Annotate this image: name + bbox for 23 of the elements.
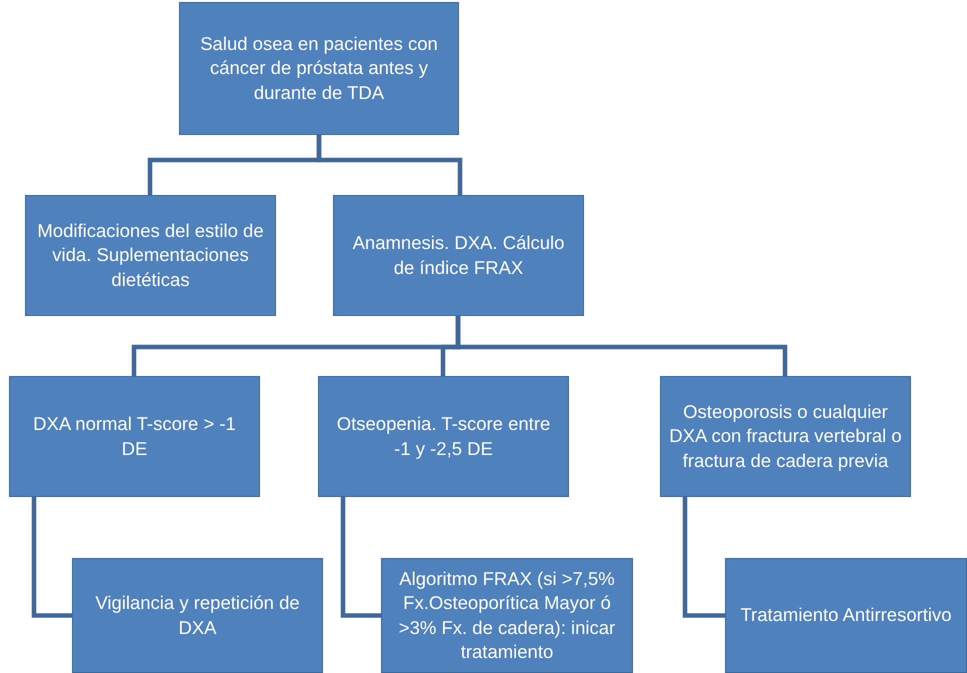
process-box [725,558,967,673]
box-text: Osteoporosis o cualquier DXA con fractura vertebral o fractura de cadera previa [669,400,902,473]
box-text: DXA normal T-score > -1 DE [32,412,237,460]
connector-line [456,316,788,376]
box-text: Vigilancia y repetición de DXA [94,591,301,640]
process-box [318,376,569,497]
process-box [25,195,276,316]
process-box [333,195,584,316]
process-box [660,376,911,497]
connector-line [32,497,72,618]
process-box [72,558,323,673]
box-text: Modificaciones del estilo de vida. Suplementaciones dietéticas [36,219,265,292]
box-text: Anamnesis. DXA. Cálculo de índice FRAX [352,231,566,280]
box-text: Algoritmo FRAX (si >7,5% Fx.Osteoporítica Mayor ó >3% Fx. de cadera): inicar tratamiento [398,567,616,664]
connector-line [316,135,462,195]
process-box [9,376,260,497]
box-text: Tratamiento Antirresortivo [740,603,952,628]
process-box [381,558,633,673]
process-box [179,2,459,135]
connector-line [682,497,725,618]
box-text: Salud osea en pacientes con cáncer de próstata antes y durante de TDA [199,32,439,105]
connector-line [340,497,381,618]
box-text: Otseopenia. T-score entre -1 y -2,5 DE [336,412,552,461]
